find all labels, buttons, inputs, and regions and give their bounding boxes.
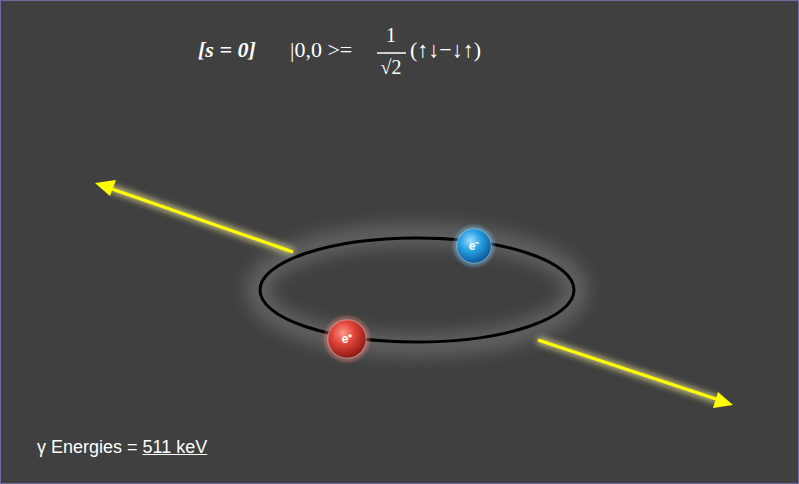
state-formula: (↑↓−↓↑) bbox=[410, 38, 481, 62]
fraction-bar bbox=[377, 52, 406, 54]
orbit-glow bbox=[257, 235, 577, 345]
state-formula: [s = 0] bbox=[198, 38, 256, 62]
gamma-arrow bbox=[538, 340, 733, 408]
state-formula: √2 bbox=[381, 56, 402, 78]
state-formula: |0,0 >= bbox=[290, 38, 352, 62]
gamma-arrow bbox=[95, 180, 293, 252]
particle-label: e⁺ bbox=[342, 333, 353, 345]
energy-value: 511 keV bbox=[143, 438, 208, 458]
particle-circle: e⁻ bbox=[456, 228, 492, 264]
arrow-glow bbox=[110, 188, 718, 400]
orbit-ellipse bbox=[260, 238, 574, 342]
energy-label: γ Energies = bbox=[37, 438, 138, 458]
particle-label: e⁻ bbox=[469, 240, 480, 252]
state-formula: 1 bbox=[386, 24, 396, 46]
particle-circle: e⁺ bbox=[327, 319, 367, 359]
spacer bbox=[140, 461, 352, 462]
